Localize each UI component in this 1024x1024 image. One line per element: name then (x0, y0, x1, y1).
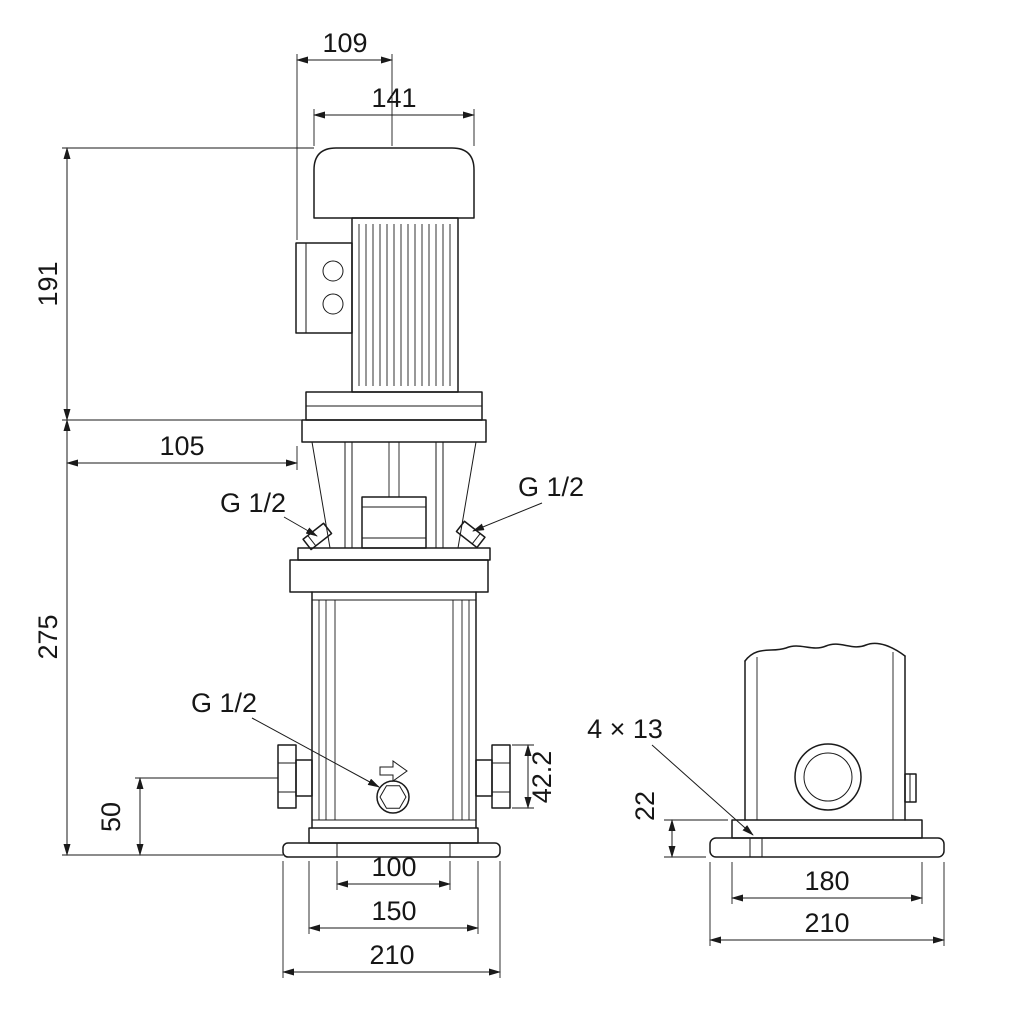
base-top-flange-side (731, 819, 923, 839)
dim-label-180: 180 (804, 866, 849, 896)
dim-label-191: 191 (33, 261, 63, 306)
break-line (744, 642, 906, 662)
dim-label-105: 105 (159, 431, 204, 461)
side-view (709, 642, 945, 858)
base-plate-side (709, 837, 945, 858)
leader-drain (251, 717, 380, 788)
bolt-holes-label: 4 × 13 (587, 714, 663, 744)
dim-label-150: 150 (371, 896, 416, 926)
drain-plug (376, 760, 410, 814)
head-top-plate (297, 547, 491, 561)
coupling (361, 496, 427, 549)
suction-port (277, 744, 313, 809)
pump-sleeve (311, 591, 477, 829)
dim-label-50: 50 (96, 802, 126, 832)
gauge-plug-left (302, 522, 333, 551)
dim-label-210-front: 210 (369, 940, 414, 970)
flow-direction-arrow (379, 760, 408, 782)
terminal-box (295, 242, 353, 334)
base-top-flange (308, 827, 479, 844)
dim-label-22: 22 (630, 791, 660, 821)
gauge-plug-right (455, 520, 486, 549)
discharge-port (475, 744, 511, 809)
motor (295, 147, 483, 421)
dim-label-100: 100 (371, 852, 416, 882)
leader-gauge-left (283, 516, 318, 537)
motor-stool (301, 419, 487, 551)
leader-bolt-holes (651, 744, 754, 836)
dimension-annotations: 109 141 191 105 275 50 42.2 100 (33, 28, 945, 978)
dim-label-210-side: 210 (804, 908, 849, 938)
stool-top-plate (301, 419, 487, 443)
base-plate (282, 842, 501, 858)
cooling-fins (358, 224, 451, 386)
gauge-port-label-left: G 1/2 (220, 488, 286, 518)
base-front (282, 827, 501, 858)
motor-fan-cover (313, 147, 475, 219)
dim-label-42-2: 42.2 (527, 751, 557, 804)
cable-entry-hole (322, 260, 344, 282)
side-boss (904, 773, 917, 803)
dim-label-275: 275 (33, 614, 63, 659)
motor-body (351, 217, 459, 393)
drain-port-label: G 1/2 (191, 688, 257, 718)
gauge-port-label-right: G 1/2 (518, 472, 584, 502)
dim-label-109: 109 (322, 28, 367, 58)
pump-head (289, 547, 491, 593)
base-side (709, 819, 945, 858)
side-port (794, 743, 862, 811)
front-view (277, 147, 511, 858)
leader-gauge-right (472, 502, 543, 532)
dim-label-141: 141 (371, 83, 416, 113)
cable-entry-hole (322, 293, 344, 315)
tie-rods (318, 600, 470, 820)
head-flange (289, 559, 489, 593)
